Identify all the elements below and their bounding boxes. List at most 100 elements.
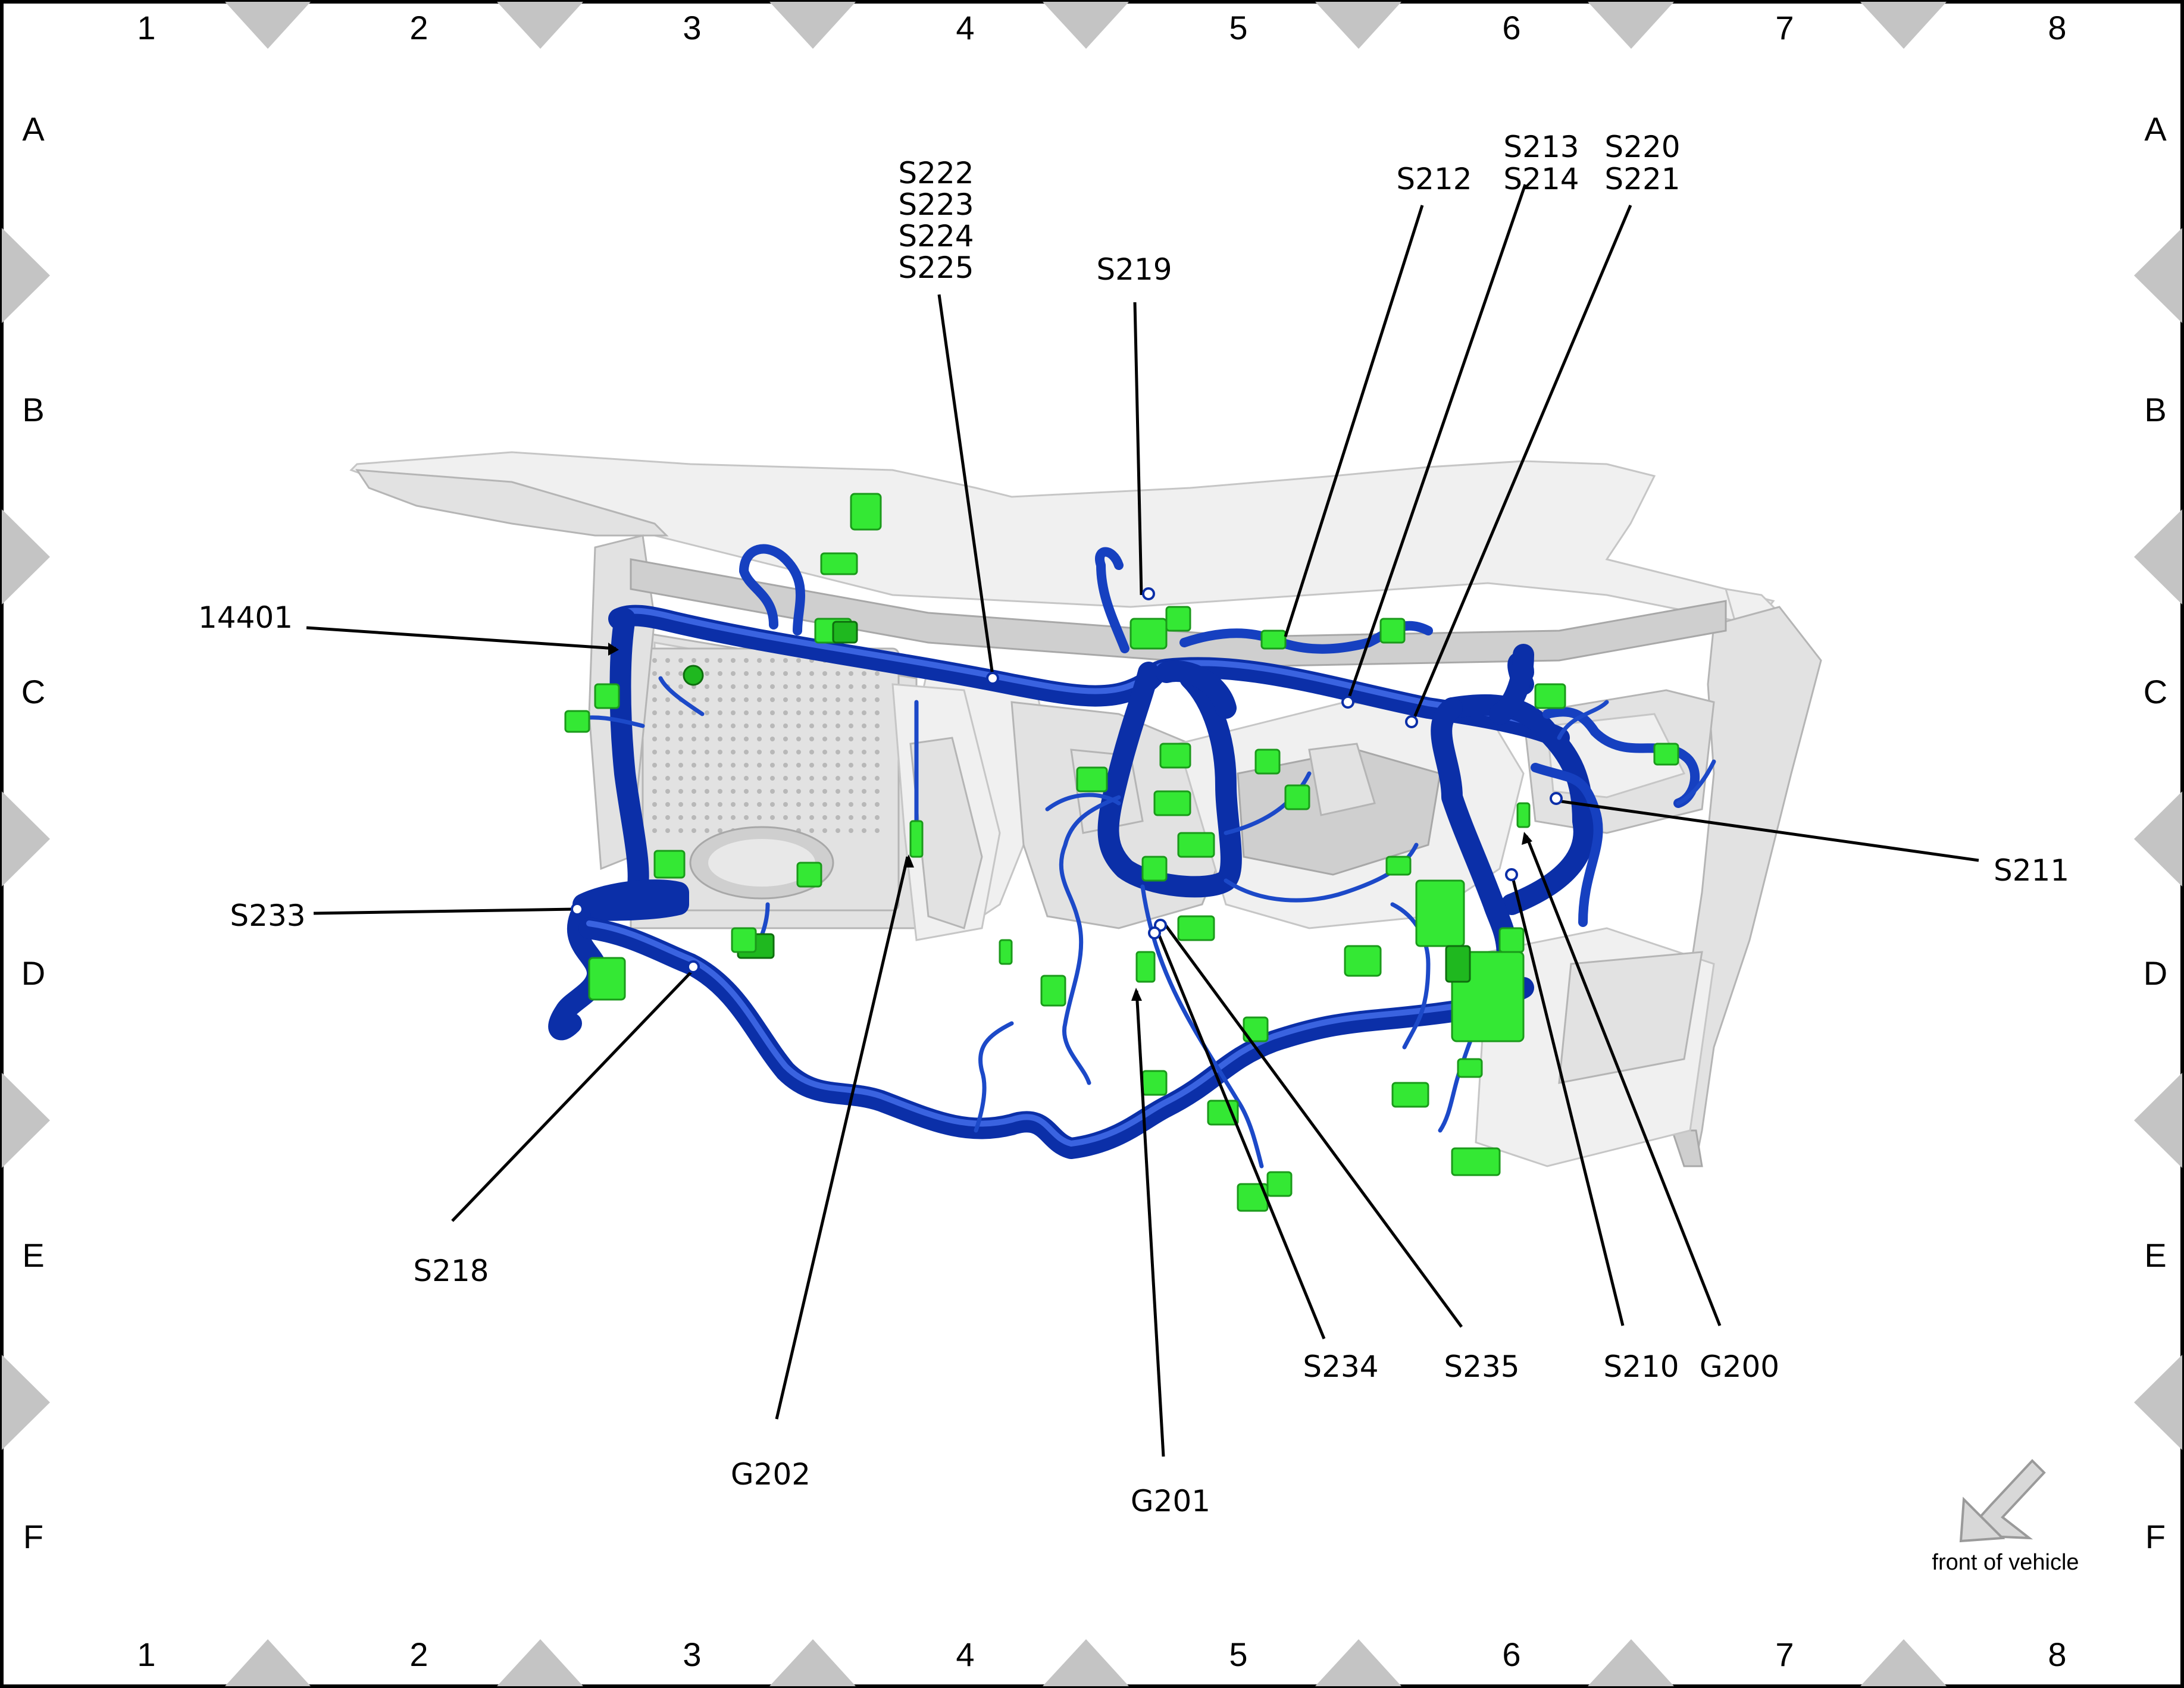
mesh-dot	[770, 815, 775, 820]
col-label-top-2: 2	[409, 9, 428, 46]
mesh-dot	[836, 724, 840, 728]
column-labels-bottom: 1 2 3 4 5 6 7 8	[137, 1636, 2066, 1673]
col-label-bottom-5: 5	[1229, 1636, 1247, 1673]
mesh-dot	[849, 710, 853, 715]
mesh-dot	[744, 763, 749, 768]
mesh-dot	[862, 763, 866, 768]
mesh-dot	[809, 763, 814, 768]
mesh-dot	[875, 710, 880, 715]
mesh-dot	[678, 724, 683, 728]
mesh-dot	[678, 750, 683, 754]
row-label-left-e: E	[22, 1236, 44, 1274]
mesh-dot	[862, 697, 866, 702]
mesh-dot	[796, 776, 801, 781]
col-label-top-5: 5	[1229, 9, 1247, 46]
row-label-left-d: D	[21, 954, 45, 992]
mesh-dot	[849, 828, 853, 833]
mesh-dot	[809, 710, 814, 715]
mesh-dot	[822, 750, 827, 754]
mesh-dot	[718, 684, 722, 689]
mesh-dot	[692, 697, 696, 702]
row-label-left-b: B	[22, 391, 44, 428]
mesh-dot	[718, 828, 722, 833]
callout-s214: S214	[1503, 162, 1579, 196]
mesh-dot	[665, 802, 670, 807]
mesh-dot	[718, 750, 722, 754]
callout-s221: S221	[1604, 162, 1680, 196]
mesh-dot	[744, 710, 749, 715]
mesh-dot	[731, 815, 736, 820]
mesh-dot	[783, 671, 788, 676]
mesh-dot	[652, 828, 657, 833]
mesh-dot	[836, 828, 840, 833]
mesh-dot	[770, 776, 775, 781]
mesh-dot	[836, 671, 840, 676]
mesh-dot	[705, 671, 709, 676]
mesh-dot	[783, 697, 788, 702]
mesh-dot	[875, 776, 880, 781]
callout-s211: S211	[1994, 853, 2069, 888]
mesh-dot	[678, 671, 683, 676]
mesh-dot	[862, 671, 866, 676]
mesh-dot	[652, 658, 657, 663]
mesh-dot	[718, 815, 722, 820]
mesh-dot	[875, 828, 880, 833]
mesh-dot	[665, 763, 670, 768]
mesh-dot	[705, 750, 709, 754]
mesh-dot	[731, 658, 736, 663]
mesh-dot	[796, 750, 801, 754]
mesh-dot	[849, 671, 853, 676]
mesh-dot	[875, 750, 880, 754]
mesh-dot	[692, 658, 696, 663]
mesh-dot	[770, 724, 775, 728]
col-label-top-6: 6	[1502, 9, 1520, 46]
mesh-dot	[718, 724, 722, 728]
mesh-dot	[692, 763, 696, 768]
splice-markers	[571, 587, 1563, 973]
mesh-dot	[731, 750, 736, 754]
mesh-dot	[678, 710, 683, 715]
mesh-dot	[836, 789, 840, 794]
mesh-dot	[796, 697, 801, 702]
mesh-dot	[718, 671, 722, 676]
mesh-dot	[757, 763, 762, 768]
callout-g200: G200	[1700, 1349, 1779, 1384]
leader-lines	[306, 184, 1979, 1457]
mesh-dot	[849, 802, 853, 807]
mesh-dot	[705, 776, 709, 781]
mesh-dot	[822, 763, 827, 768]
mesh-dot	[783, 763, 788, 768]
mesh-dot	[875, 802, 880, 807]
mesh-dot	[875, 789, 880, 794]
mesh-dot	[718, 802, 722, 807]
mesh-dot	[809, 789, 814, 794]
mesh-dot	[705, 710, 709, 715]
mesh-dot	[692, 828, 696, 833]
col-label-top-1: 1	[137, 9, 155, 46]
mesh-dot	[665, 697, 670, 702]
mesh-dot	[822, 697, 827, 702]
mesh-dot	[875, 763, 880, 768]
mesh-dot	[718, 658, 722, 663]
mesh-dot	[783, 815, 788, 820]
mesh-dot	[770, 658, 775, 663]
mesh-dot	[652, 710, 657, 715]
mesh-dot	[757, 802, 762, 807]
front-of-vehicle-label: front of vehicle	[1932, 1550, 2079, 1575]
mesh-dot	[822, 815, 827, 820]
mesh-dot	[652, 802, 657, 807]
mesh-dot	[809, 815, 814, 820]
mesh-dot	[757, 710, 762, 715]
mesh-dot	[783, 684, 788, 689]
mesh-dot	[849, 737, 853, 741]
mesh-dot	[809, 697, 814, 702]
mesh-dot	[705, 737, 709, 741]
mesh-dot	[796, 802, 801, 807]
mesh-dot	[796, 684, 801, 689]
mesh-dot	[809, 776, 814, 781]
mesh-dot	[705, 697, 709, 702]
mesh-dot	[665, 737, 670, 741]
col-label-bottom-3: 3	[683, 1636, 701, 1673]
callout-s210: S210	[1603, 1349, 1679, 1384]
bottom-grid-markers	[225, 1639, 1947, 1686]
